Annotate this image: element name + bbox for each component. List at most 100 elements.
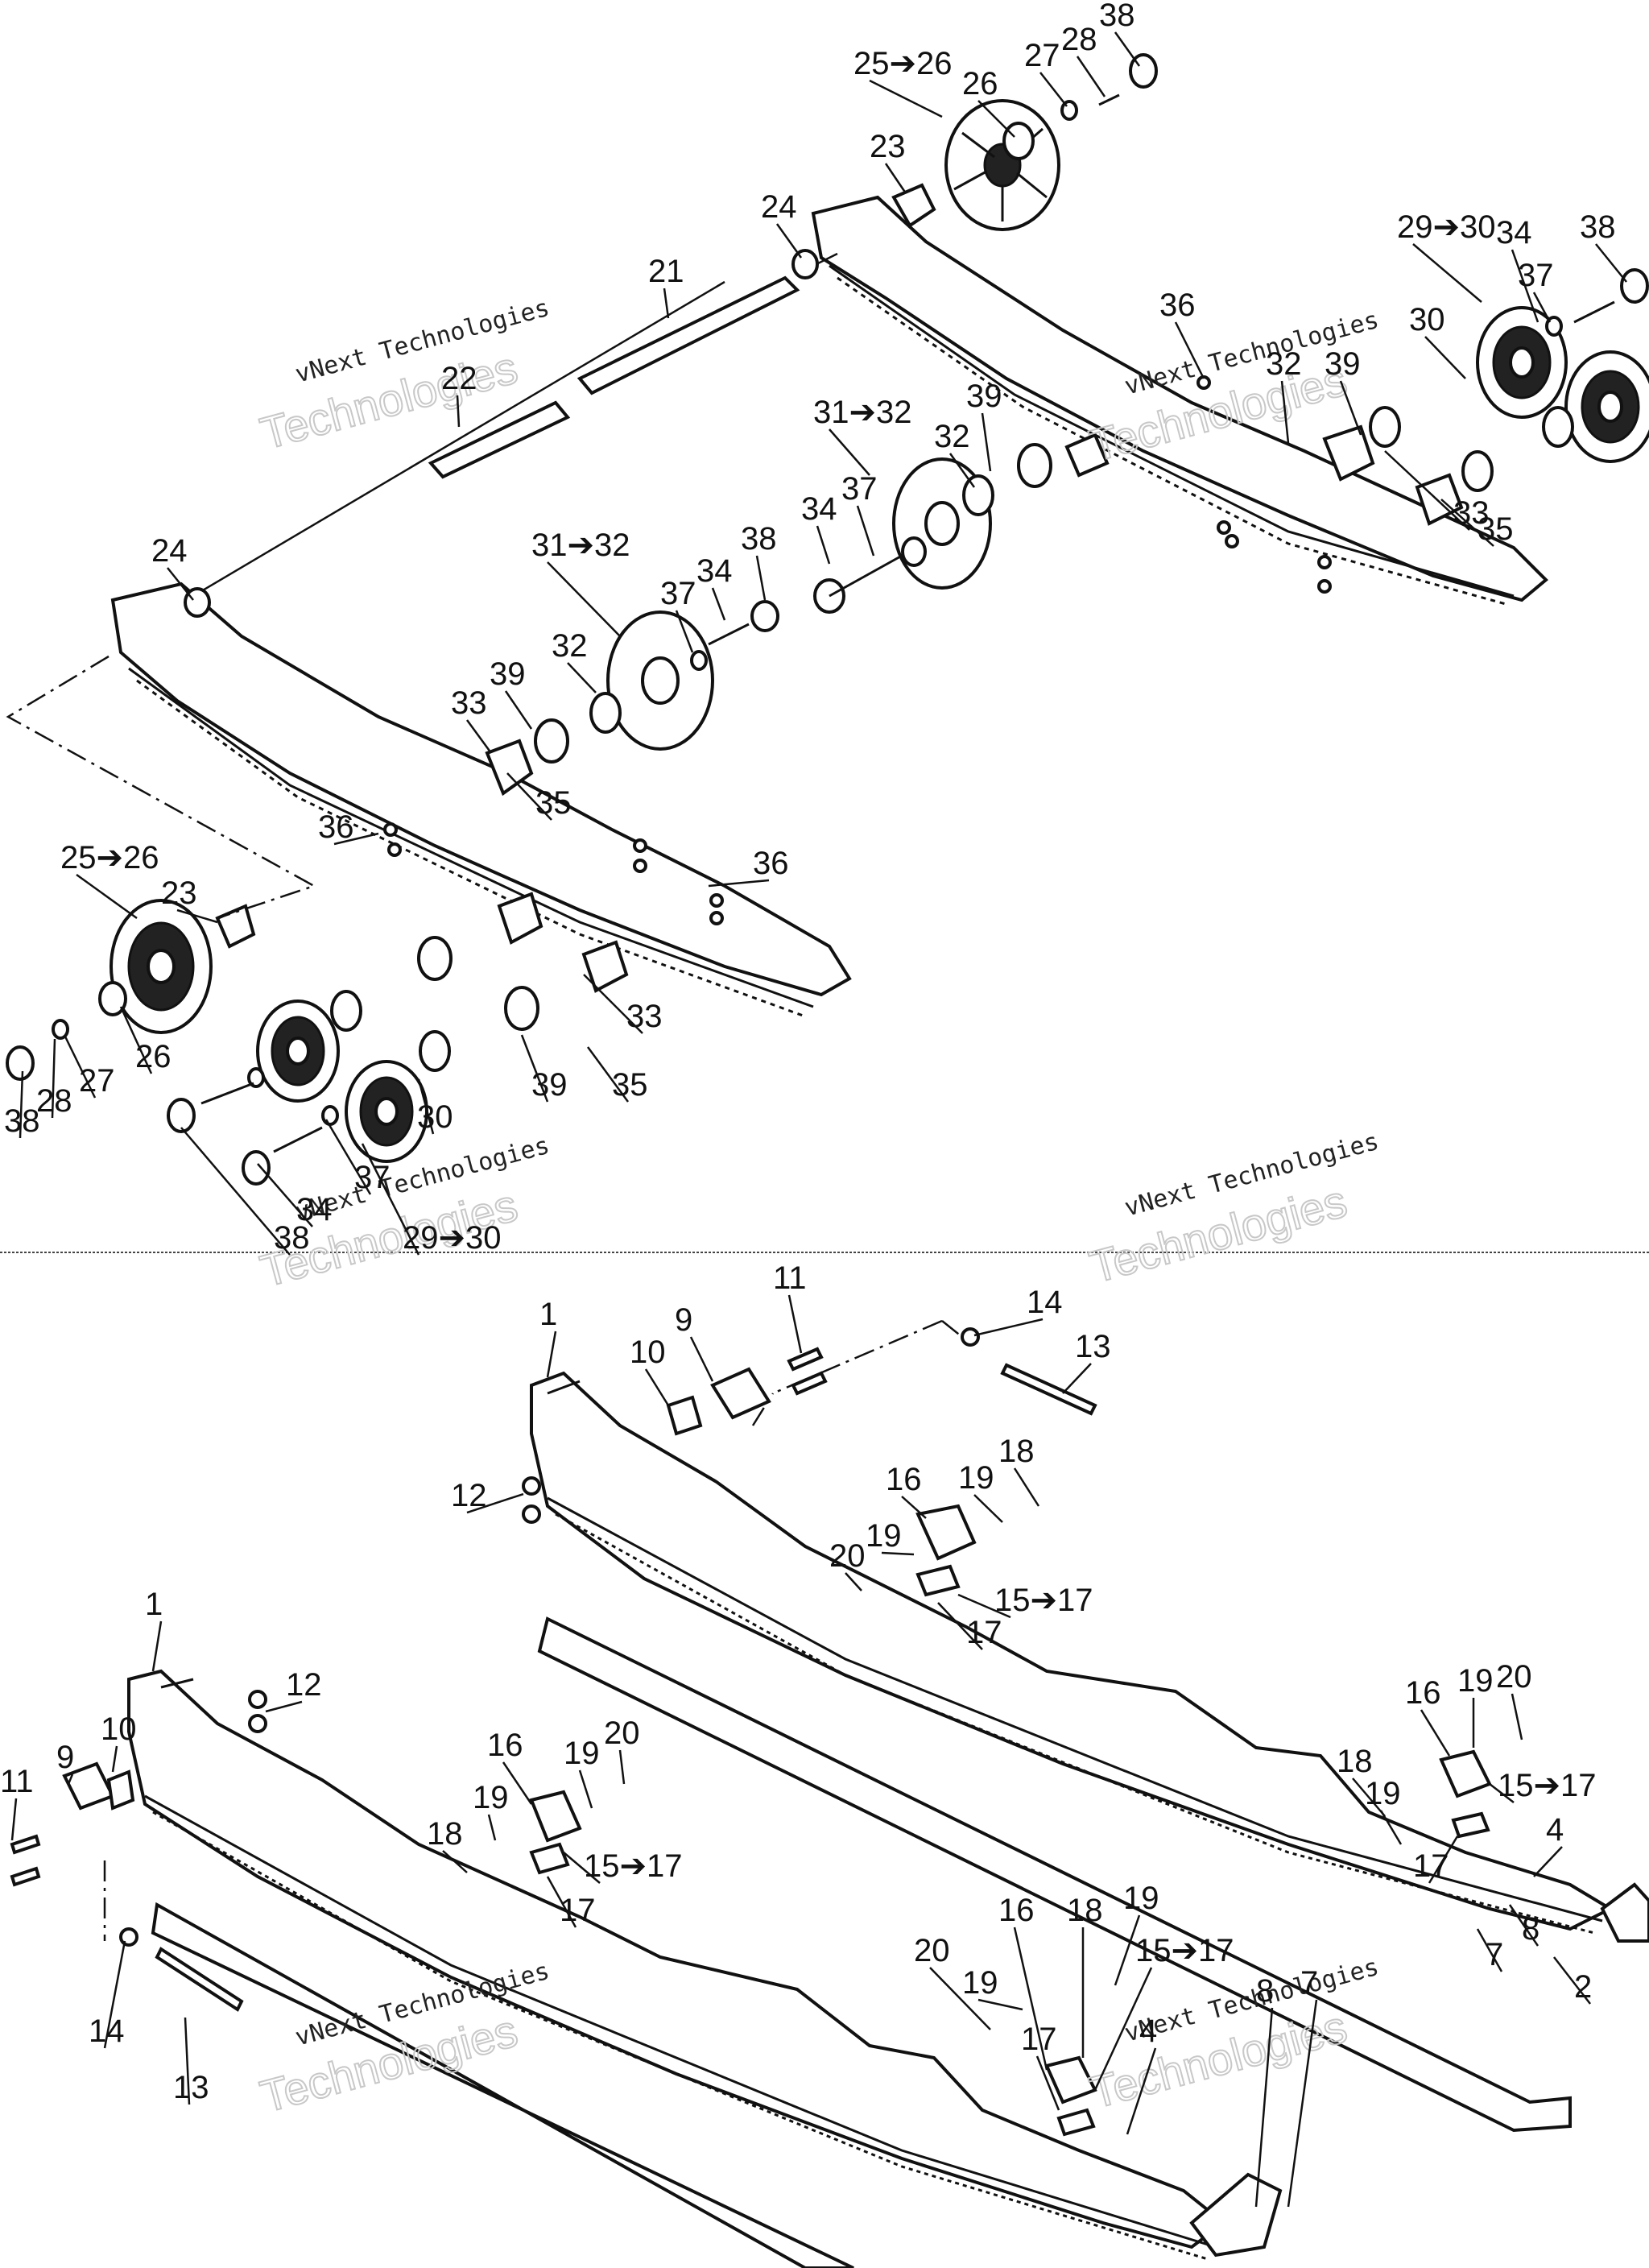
- callout-leader: [19, 1070, 24, 1139]
- callout-leader: [1254, 2007, 1274, 2208]
- wheel-lower-a: [256, 999, 340, 1103]
- callout-label: 23: [161, 875, 197, 911]
- callout-leader: [977, 1998, 1023, 2011]
- callout-label: 25➔26: [60, 840, 159, 875]
- callout-leader: [618, 1749, 626, 1785]
- callout-label: 28: [1061, 22, 1097, 57]
- callout-label: 21: [648, 254, 684, 289]
- callout-label: 23: [870, 129, 906, 164]
- callout-leader: [901, 1496, 927, 1519]
- callout-leader: [456, 395, 461, 428]
- callout-leader: [1412, 243, 1482, 303]
- callout-leader: [586, 1046, 630, 1103]
- callout-leader: [981, 412, 992, 472]
- callout-leader: [644, 1368, 670, 1406]
- callout-leader: [973, 1494, 1003, 1523]
- callout-leader: [442, 1850, 468, 1873]
- callout-label: 30: [417, 1099, 453, 1135]
- callout-leader: [708, 879, 770, 888]
- callout-leader: [103, 1940, 126, 2049]
- callout-leader: [977, 100, 1015, 138]
- callout-leader: [1114, 31, 1141, 67]
- callout-label: 24: [151, 533, 188, 569]
- callout-label: 9: [56, 1740, 74, 1775]
- watermark: vNext Technologies Technologies: [1084, 1128, 1382, 1293]
- callout-leader: [881, 1551, 915, 1556]
- callout-label: 17: [1413, 1848, 1449, 1884]
- callout-leader: [63, 1034, 97, 1099]
- lower-rail-assembly: [10, 1327, 1649, 2268]
- callout-leader: [1379, 1810, 1403, 1845]
- callout-leader: [1532, 292, 1552, 323]
- callout-label: 32: [552, 628, 588, 664]
- callout-leader: [787, 1294, 803, 1354]
- callout-label: 38: [741, 521, 777, 557]
- callout-leader: [1076, 56, 1106, 97]
- callout-label: 4: [1546, 1812, 1564, 1848]
- callout-label: 9: [675, 1302, 692, 1338]
- callout-leader: [67, 1773, 74, 1785]
- callout-label: 34: [801, 491, 837, 527]
- callout-label: 17: [560, 1893, 596, 1928]
- callout-leader: [465, 719, 493, 754]
- callout-leader: [583, 974, 643, 1034]
- callout-label: 26: [962, 66, 998, 101]
- callout-label: 19: [1457, 1663, 1494, 1699]
- callout-label: 36: [318, 809, 354, 845]
- callout-leader: [546, 1876, 577, 1928]
- callout-label: 16: [487, 1728, 523, 1763]
- callout-leader: [487, 1814, 497, 1841]
- callout-label: 39: [1325, 346, 1361, 382]
- callout-leader: [1093, 1967, 1153, 2091]
- callout-label: 37: [841, 471, 878, 507]
- callout-leader: [466, 1492, 524, 1514]
- callout-leader: [1287, 1999, 1318, 2208]
- callout-label: 22: [441, 361, 477, 396]
- callout-leader: [711, 587, 726, 621]
- callout-label: 19: [1365, 1776, 1401, 1811]
- callout-leader: [1489, 1783, 1515, 1803]
- callout-leader: [180, 1127, 291, 1256]
- callout-leader: [1352, 1778, 1386, 1817]
- callout-leader: [184, 2017, 191, 2105]
- callout-label: 30: [1409, 302, 1445, 337]
- callout-leader: [547, 561, 621, 637]
- idler-wheels: [110, 99, 1649, 1163]
- callout-leader: [845, 1572, 862, 1591]
- callout-leader: [1424, 336, 1466, 379]
- callout-leader: [265, 1700, 303, 1713]
- callout-leader: [10, 1798, 18, 1841]
- callout-leader: [51, 1038, 56, 1119]
- callout-label: 39: [966, 379, 1002, 414]
- callout-label: 17: [966, 1615, 1002, 1650]
- callout-leader: [1384, 450, 1470, 531]
- callout-label: 1: [145, 1587, 163, 1622]
- callout-leader: [1440, 499, 1494, 547]
- callout-label: 19: [962, 1965, 998, 2001]
- callout-leader: [1428, 1836, 1459, 1884]
- callout-label: 38: [1099, 0, 1135, 33]
- wheel-left-plain: [606, 610, 714, 751]
- callout-label: 18: [1337, 1744, 1373, 1779]
- callout-label: 15➔17: [994, 1583, 1093, 1618]
- callout-label: 33: [451, 685, 487, 721]
- callout-leader: [506, 772, 552, 821]
- callout-label: 7: [1486, 1937, 1503, 1972]
- callout-leader: [1039, 72, 1068, 107]
- callout-leader: [167, 567, 194, 601]
- callout-leader: [76, 873, 138, 920]
- callout-leader: [675, 610, 694, 653]
- callout-leader: [1553, 1956, 1591, 2005]
- callout-label: 33: [626, 999, 663, 1034]
- callout-leader: [929, 1967, 991, 2030]
- callout-leader: [1595, 243, 1627, 283]
- callout-label: 39: [490, 656, 526, 692]
- callout-leader: [563, 1852, 601, 1884]
- callout-label: 19: [473, 1780, 509, 1815]
- callout-label: 12: [286, 1667, 322, 1703]
- callout-label: 4: [1139, 2013, 1157, 2049]
- callout-label: 16: [886, 1462, 922, 1497]
- callout-label: 19: [564, 1736, 600, 1771]
